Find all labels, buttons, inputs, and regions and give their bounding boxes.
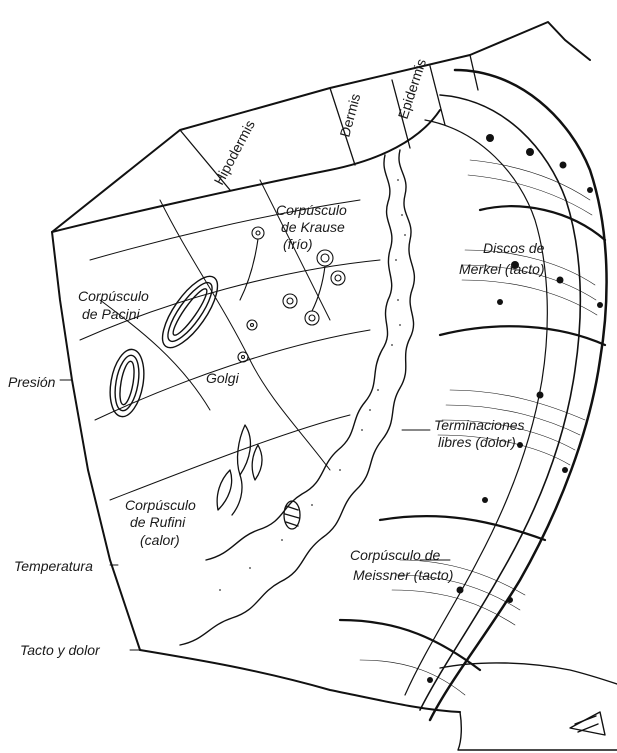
- label-pacini-2: de Pacini: [82, 306, 140, 322]
- label-pacini-1: Corpúsculo: [78, 288, 149, 304]
- label-golgi: Golgi: [206, 370, 240, 386]
- label-krause-2: de Krause: [281, 219, 345, 235]
- label-ruffini-1: Corpúsculo: [125, 497, 196, 513]
- label-meissner-1: Corpúsculo de: [350, 547, 440, 563]
- label-merkel-2: Merkel (tacto): [459, 261, 545, 277]
- label-ruffini-3: (calor): [140, 532, 180, 548]
- label-merkel-1: Discos de: [483, 240, 545, 256]
- label-krause-3: (frío): [283, 236, 313, 252]
- label-krause-1: Corpúsculo: [276, 202, 347, 218]
- label-temperatura: Temperatura: [14, 558, 93, 574]
- label-libres-1: Terminaciones: [434, 417, 525, 433]
- label-tacto-dolor: Tacto y dolor: [20, 642, 101, 658]
- label-meissner-2: Meissner (tacto): [353, 567, 453, 583]
- label-libres-2: libres (dolor): [438, 434, 516, 450]
- label-ruffini-2: de Rufini: [130, 514, 186, 530]
- label-presion: Presión: [8, 374, 56, 390]
